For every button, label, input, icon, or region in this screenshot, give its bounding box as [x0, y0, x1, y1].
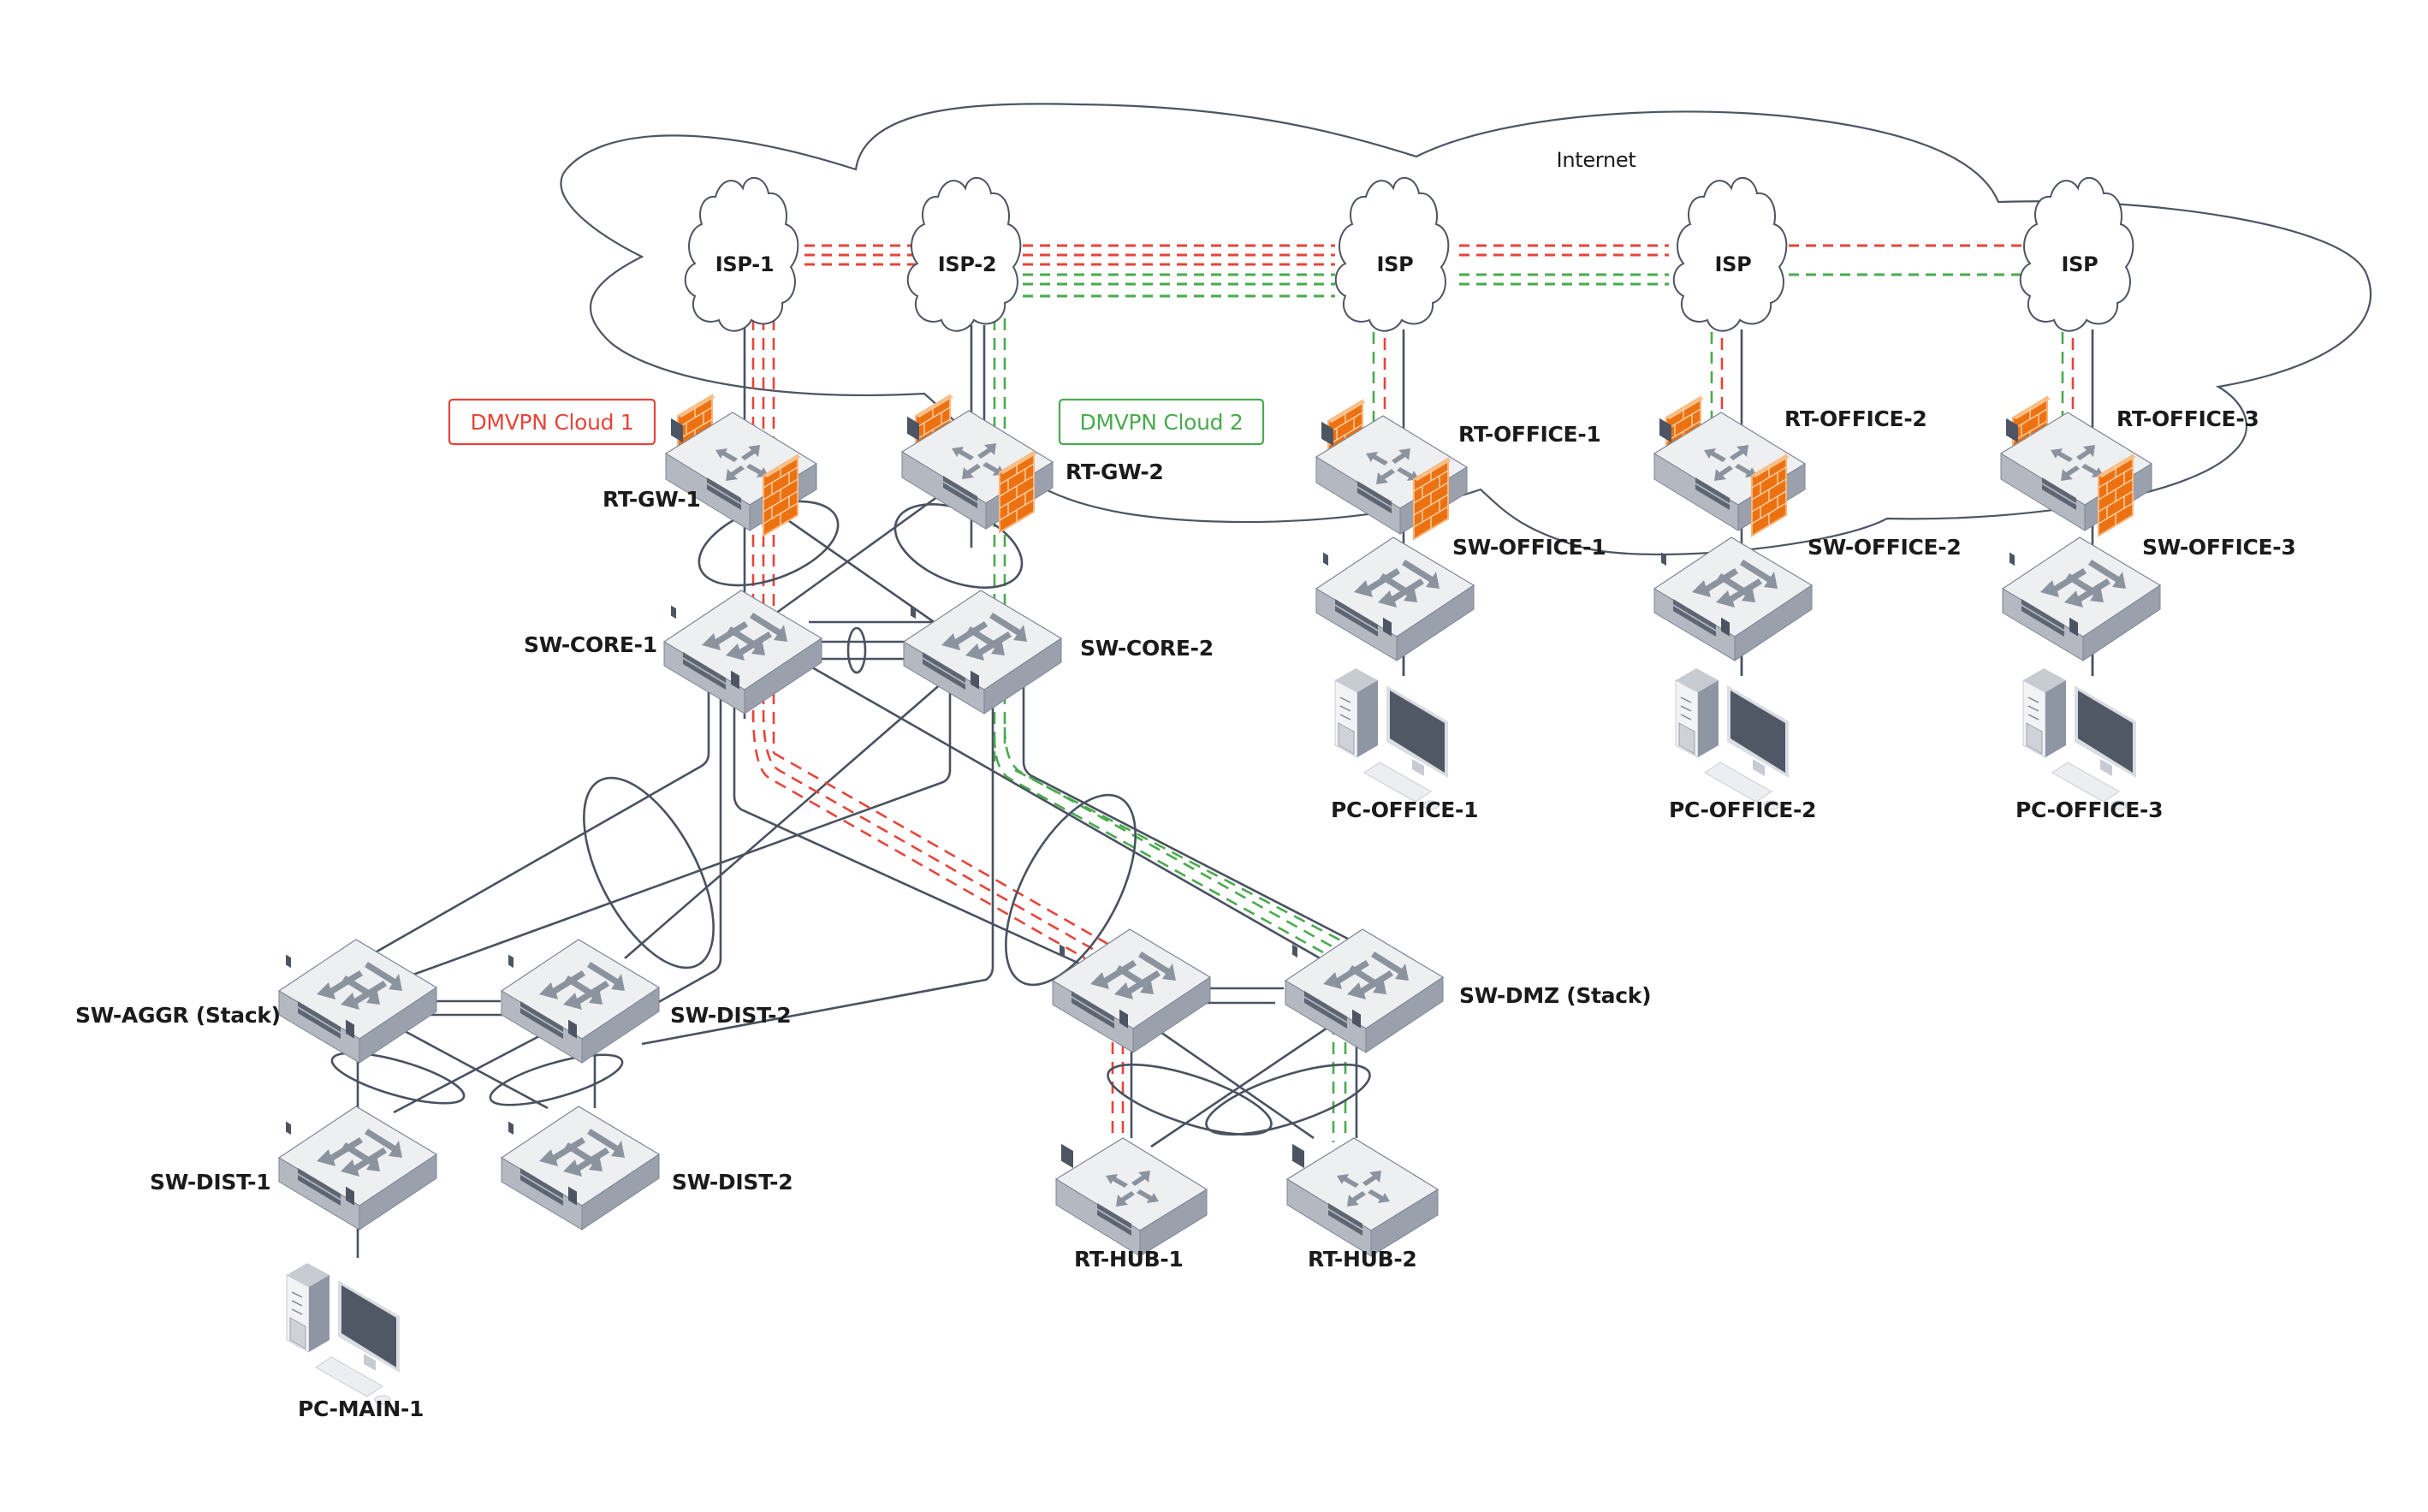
- node-rt-office-1[interactable]: RT-OFFICE-1: [1315, 400, 1601, 540]
- node-label: RT-HUB-2: [1308, 1247, 1417, 1272]
- node-sw-dist-1[interactable]: SW-DIST-1: [150, 1106, 437, 1230]
- node-label: RT-GW-2: [1066, 460, 1164, 484]
- node-sw-dmz-member[interactable]: [1052, 928, 1211, 1053]
- node-pc-office-2[interactable]: PC-OFFICE-2: [1669, 667, 1817, 822]
- node-pc-main-1[interactable]: PC-MAIN-1: [286, 1262, 424, 1421]
- switch-icon: [1653, 537, 1813, 661]
- node-label: SW-OFFICE-2: [1808, 535, 1961, 560]
- isp-2-label: ISP-2: [938, 252, 997, 276]
- switch-icon: [501, 1106, 660, 1230]
- isp-1-label: ISP-1: [715, 252, 775, 276]
- isp-clouds: ISP-1 ISP-2 ISP ISP ISP: [684, 176, 2134, 332]
- node-label: SW-CORE-2: [1080, 636, 1214, 661]
- node-label: SW-OFFICE-1: [1452, 535, 1606, 560]
- node-sw-core-1[interactable]: SW-CORE-1: [524, 590, 822, 714]
- node-label: PC-OFFICE-3: [2015, 798, 2163, 822]
- node-sw-office-1[interactable]: SW-OFFICE-1: [1315, 535, 1606, 661]
- isp-3-label: ISP: [1377, 252, 1414, 276]
- pc-icon: [1675, 667, 1790, 810]
- node-label: RT-GW-1: [603, 487, 701, 512]
- node-sw-aggr[interactable]: SW-AGGR (Stack): [75, 939, 437, 1064]
- legend-label: DMVPN Cloud 2: [1079, 410, 1243, 435]
- node-label: RT-OFFICE-3: [2116, 406, 2259, 431]
- switch-icon: [1285, 928, 1444, 1053]
- node-label: SW-OFFICE-3: [2142, 535, 2295, 560]
- node-label: PC-MAIN-1: [298, 1396, 424, 1421]
- node-label: PC-OFFICE-1: [1331, 798, 1478, 822]
- node-label: RT-OFFICE-2: [1784, 406, 1927, 431]
- node-rt-office-2[interactable]: RT-OFFICE-2: [1653, 396, 1927, 537]
- node-sw-office-2[interactable]: SW-OFFICE-2: [1653, 535, 1962, 661]
- node-rt-office-3[interactable]: RT-OFFICE-3: [2000, 396, 2259, 537]
- node-pc-office-1[interactable]: PC-OFFICE-1: [1331, 667, 1479, 822]
- node-rt-hub-2[interactable]: RT-HUB-2: [1286, 1137, 1439, 1272]
- node-rt-hub-1[interactable]: RT-HUB-1: [1055, 1137, 1208, 1272]
- node-pc-office-3[interactable]: PC-OFFICE-3: [2015, 667, 2164, 822]
- dmz-links: [1107, 987, 1371, 1148]
- legend-dmvpn-cloud-1: DMVPN Cloud 1: [448, 398, 656, 446]
- node-label: SW-CORE-1: [524, 632, 657, 657]
- pc-icon: [286, 1262, 401, 1405]
- node-sw-dist-2-upper[interactable]: SW-DIST-2: [501, 939, 792, 1064]
- node-rt-gw-2[interactable]: RT-GW-2: [901, 394, 1164, 533]
- node-sw-office-3[interactable]: SW-OFFICE-3: [2002, 535, 2296, 661]
- switch-icon: [278, 1106, 437, 1230]
- switch-icon: [663, 590, 822, 714]
- node-label: SW-DMZ (Stack): [1459, 983, 1651, 1008]
- node-sw-dmz[interactable]: SW-DMZ (Stack): [1285, 928, 1652, 1053]
- router-icon: [1286, 1137, 1439, 1257]
- access-links: [330, 999, 624, 1258]
- legend-dmvpn-cloud-2: DMVPN Cloud 2: [1058, 398, 1265, 446]
- node-rt-gw-1[interactable]: RT-GW-1: [603, 394, 817, 537]
- node-sw-core-2[interactable]: SW-CORE-2: [903, 590, 1214, 714]
- switch-icon: [278, 939, 437, 1064]
- node-sw-dist-2-lower[interactable]: SW-DIST-2: [501, 1106, 793, 1230]
- node-label: SW-DIST-2: [672, 1170, 793, 1195]
- switch-icon: [1315, 537, 1475, 661]
- node-label: PC-OFFICE-2: [1669, 798, 1816, 822]
- pc-icon: [2022, 667, 2137, 810]
- pc-icon: [1334, 667, 1449, 810]
- isp-tunnels: [804, 244, 2028, 298]
- node-label: RT-HUB-1: [1074, 1247, 1184, 1272]
- node-label: SW-DIST-1: [150, 1170, 270, 1195]
- legend-label: DMVPN Cloud 1: [470, 410, 633, 435]
- internet-label: Internet: [1557, 148, 1636, 172]
- switch-icon: [1052, 928, 1211, 1053]
- node-label: SW-AGGR (Stack): [75, 1003, 281, 1028]
- switch-icon: [2002, 537, 2161, 661]
- distribution-links: [371, 662, 1370, 1046]
- router-icon: [1055, 1137, 1208, 1257]
- isp-5-label: ISP: [2062, 252, 2099, 276]
- isp-4-label: ISP: [1715, 252, 1752, 276]
- node-label: SW-DIST-2: [670, 1003, 791, 1028]
- node-label: RT-OFFICE-1: [1458, 422, 1601, 447]
